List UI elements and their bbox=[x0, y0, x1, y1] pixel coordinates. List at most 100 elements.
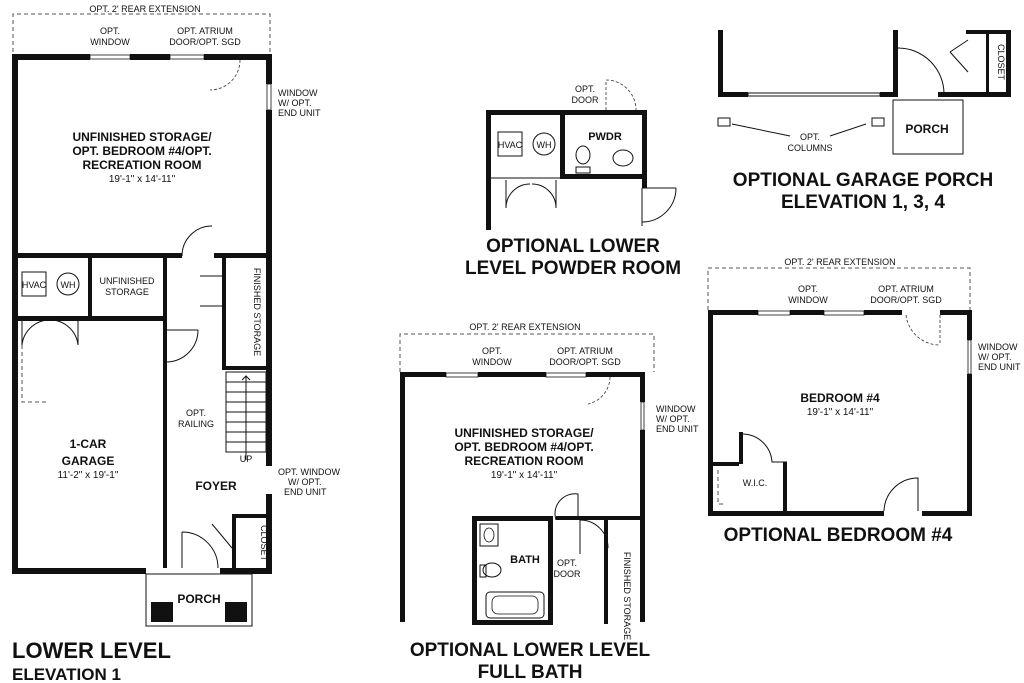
gp-closet-door bbox=[949, 39, 969, 73]
gp-closet-label: CLOSET bbox=[996, 44, 1006, 81]
bathtub-inner bbox=[491, 595, 539, 615]
bd-rear-wall-d bbox=[940, 310, 972, 315]
bd-entry-door-swing bbox=[883, 477, 919, 512]
gp-garage-door bbox=[747, 92, 881, 97]
porch-column-right bbox=[225, 602, 247, 622]
bath-main-room-label: UNFINISHED STORAGE/OPT. BEDROOM #4/OPT.R… bbox=[454, 426, 594, 468]
finished-storage-bottom bbox=[222, 366, 270, 370]
pwdr-hvac-label: HVAC bbox=[498, 140, 523, 150]
wic-door-jamb bbox=[739, 432, 743, 464]
wic-label: W.I.C. bbox=[743, 478, 768, 488]
water-heater bbox=[56, 272, 80, 296]
gp-porch-label: PORCH bbox=[905, 122, 948, 136]
bath-right-wall-a bbox=[640, 372, 645, 402]
bathtub bbox=[485, 591, 545, 619]
bd-rear-window bbox=[757, 310, 791, 316]
finished-storage-detail bbox=[200, 275, 222, 307]
bd-rear-extension-outline bbox=[707, 267, 971, 310]
garage-dimensions: 11'-2" x 19'-1" bbox=[58, 470, 119, 481]
bath-atrium-swing bbox=[587, 376, 611, 405]
stairs-up-label: UP bbox=[240, 454, 253, 464]
utility-doors bbox=[21, 319, 79, 346]
rear-window bbox=[89, 54, 131, 60]
side-window bbox=[266, 83, 272, 111]
gp-column-leaders bbox=[731, 123, 867, 137]
bath-door-swing bbox=[554, 493, 579, 521]
pwdr-divider bbox=[560, 110, 565, 178]
closet-side-wall bbox=[232, 514, 236, 568]
foyer-label: FOYER bbox=[195, 479, 237, 493]
utility-dashed bbox=[21, 345, 48, 403]
bath-opt-window-label: OPT.WINDOW bbox=[472, 346, 512, 367]
front-wall-foyer bbox=[220, 568, 272, 574]
garage-side-wall bbox=[163, 258, 167, 568]
front-wall-garage bbox=[12, 568, 146, 574]
gp-right-wall bbox=[893, 30, 898, 96]
finished-storage-wall bbox=[222, 258, 226, 368]
pwdr-right-wall bbox=[642, 110, 647, 188]
opt-window-label: OPT.WINDOW bbox=[90, 26, 130, 47]
bath-finished-storage-label: FINISHED STORAGE bbox=[622, 552, 632, 640]
porch-label: PORCH bbox=[177, 592, 220, 606]
garage-porch-plan: CLOSET PORCH OPT.COLUMNS OPTIONAL GARAGE… bbox=[717, 30, 1011, 213]
bath-left-wall bbox=[400, 372, 405, 622]
bath-rear-wall-a bbox=[400, 372, 446, 377]
left-wall bbox=[12, 54, 18, 574]
finished-storage-label: FINISHED STORAGE bbox=[252, 268, 262, 356]
gp-front-wall-left bbox=[718, 92, 748, 97]
bath-atrium bbox=[545, 372, 587, 378]
rear-wall-a bbox=[12, 54, 90, 60]
right-wall-b bbox=[266, 110, 272, 466]
bedroom4-dimensions: 19'-1" x 14'-11" bbox=[807, 407, 874, 418]
main-room-dimensions: 19'-1" x 14'-11" bbox=[109, 174, 176, 185]
bd-opt-window-label: OPT.WINDOW bbox=[788, 284, 828, 305]
lower-level-plan: OPT. 2' REAR EXTENSION bbox=[12, 4, 340, 683]
pwdr-hvac-unit bbox=[497, 131, 523, 157]
garage-rear-wall bbox=[12, 316, 167, 321]
pwdr-left-wall bbox=[486, 110, 491, 230]
bath-right-wall-b bbox=[640, 430, 645, 622]
bd-front-wall-b bbox=[922, 511, 972, 516]
pwdr-water-heater bbox=[532, 132, 556, 156]
bd-rear-wall-c bbox=[864, 310, 902, 315]
bd-left-wall bbox=[708, 310, 713, 516]
bath-enclosure-left bbox=[472, 516, 477, 624]
gp-left-wall bbox=[718, 30, 723, 96]
wh-label: WH bbox=[61, 280, 76, 290]
gp-far-right-wall bbox=[1006, 30, 1011, 97]
bath-enclosure-right bbox=[548, 516, 553, 624]
gp-closet-top bbox=[966, 30, 1010, 34]
gp-front-wall-right bbox=[880, 92, 898, 97]
hvac-unit bbox=[21, 271, 47, 297]
bath-toilet-tank bbox=[479, 564, 487, 578]
pwdr-opt-door-swing bbox=[605, 79, 637, 111]
porch-column-left bbox=[151, 602, 173, 622]
bath-label: BATH bbox=[510, 554, 540, 566]
bath-opt-door-label: OPT.DOOR bbox=[554, 558, 582, 579]
bath-hall-wall bbox=[556, 516, 644, 520]
gp-opt-columns-label: OPT.COLUMNS bbox=[787, 132, 832, 153]
bath-bottom-wall bbox=[472, 620, 553, 625]
bath-opt-door-swing bbox=[579, 518, 609, 554]
garage-interior-door bbox=[166, 329, 199, 363]
closet-label: CLOSET bbox=[259, 525, 269, 562]
porch-outline bbox=[145, 573, 253, 627]
bd-right-wall-a bbox=[967, 310, 972, 340]
bath-top-wall bbox=[472, 516, 552, 521]
rear-wall-c bbox=[204, 54, 272, 60]
bath-rear-wall-b bbox=[478, 372, 546, 377]
toilet-tank bbox=[575, 166, 591, 174]
bath-sink bbox=[479, 523, 499, 547]
gp-front-wall-closet bbox=[938, 92, 1010, 97]
bd-rear-wall-b bbox=[790, 310, 824, 315]
pwdr-label: PWDR bbox=[588, 131, 622, 143]
